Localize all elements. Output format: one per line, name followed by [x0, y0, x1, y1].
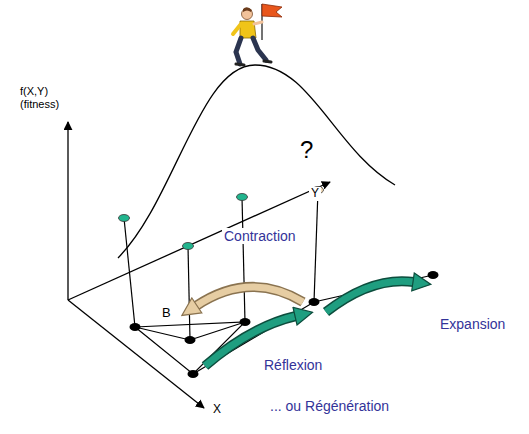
- move-arrows: [196, 281, 414, 366]
- unknown-mark: ?: [298, 136, 315, 164]
- simplex-lines: [135, 275, 433, 374]
- fitness-curve: [118, 65, 395, 258]
- move-label: Contraction: [222, 228, 298, 244]
- axis-label: Y: [309, 187, 321, 201]
- point-label: B: [160, 306, 173, 321]
- axes: [68, 122, 330, 408]
- fitness-points: [119, 187, 324, 250]
- axis-label: X: [211, 403, 223, 417]
- axis-label: f(X,Y) (fitness): [18, 85, 76, 110]
- move-label: Réflexion: [262, 357, 324, 373]
- plane-points: [130, 271, 439, 378]
- climber-figure: [233, 4, 282, 65]
- move-label: ... ou Régénération: [268, 398, 391, 414]
- move-label: Expansion: [438, 316, 507, 332]
